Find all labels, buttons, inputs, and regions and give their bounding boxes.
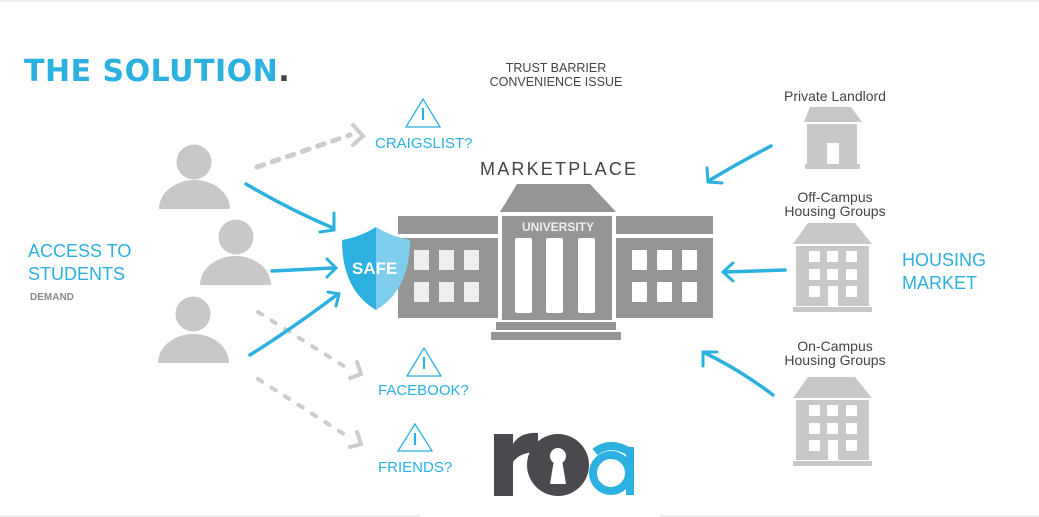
bottom-border-right xyxy=(660,515,1039,517)
bottom-border-left xyxy=(0,515,420,517)
demand-label-line1: ACCESS TO xyxy=(28,241,132,261)
blue-arrow-offcampus-to-marketplace xyxy=(720,261,787,283)
note-convenience-issue: CONVENIENCE ISSUE xyxy=(489,75,623,89)
university-label: UNIVERSITY xyxy=(521,220,594,234)
provider-private-landlord-label: Private Landlord xyxy=(760,89,910,103)
slide-title-text: THE SOLUTION xyxy=(24,54,279,89)
dashed-arrow-to-friends xyxy=(256,377,364,449)
blue-arrow-student1-to-safe xyxy=(244,182,336,234)
demand-label: ACCESS TO STUDENTS DEMAND xyxy=(28,240,131,303)
blue-arrow-student2-to-safe xyxy=(270,257,339,279)
person-icon xyxy=(158,296,229,363)
keyhole-icon xyxy=(550,448,566,484)
supply-label: HOUSING MARKET xyxy=(902,249,986,295)
alt-facebook-label: FACEBOOK? xyxy=(378,382,469,399)
provider-label-line2: Housing Groups xyxy=(784,352,886,368)
slide-title: THE SOLUTION. xyxy=(24,54,290,89)
top-border xyxy=(0,0,1039,2)
apartment-building-icon xyxy=(793,377,872,466)
provider-label-line1: On-Campus xyxy=(797,338,873,354)
demand-label-line2: STUDENTS xyxy=(28,264,126,284)
house-icon xyxy=(804,107,862,169)
blue-arrow-student3-to-safe xyxy=(248,290,341,357)
demand-sublabel: DEMAND xyxy=(30,292,74,303)
alt-friends-label: FRIENDS? xyxy=(378,459,453,476)
warning-icon xyxy=(405,346,443,377)
problem-note: TRUST BARRIER CONVENIENCE ISSUE xyxy=(478,61,634,89)
safe-label: SAFE xyxy=(352,259,398,278)
supply-label-line2: MARKET xyxy=(902,273,978,293)
letter-a xyxy=(589,442,634,495)
warning-icon xyxy=(404,97,442,128)
person-icon xyxy=(159,144,230,209)
warning-icon xyxy=(396,422,434,452)
dashed-arrow-to-facebook xyxy=(256,310,364,380)
note-trust-barrier: TRUST BARRIER xyxy=(505,61,607,75)
provider-label-line1: Private Landlord xyxy=(784,88,886,104)
dashed-arrow-to-craigslist xyxy=(254,123,366,170)
provider-label-line2: Housing Groups xyxy=(784,203,886,219)
provider-label-line1: Off-Campus xyxy=(797,189,873,205)
marketplace-label: MARKETPLACE xyxy=(480,159,639,179)
blue-arrow-landlord-to-marketplace xyxy=(705,144,773,185)
supply-label-line1: HOUSING xyxy=(902,250,987,270)
apartment-building-icon xyxy=(793,223,872,312)
alt-craigslist-label: CRAIGSLIST? xyxy=(375,135,473,152)
person-icon xyxy=(200,219,271,285)
university-building-icon xyxy=(398,184,713,340)
roa-logo xyxy=(494,432,634,496)
title-period: . xyxy=(278,54,291,89)
provider-on-campus-label: On-Campus Housing Groups xyxy=(760,339,910,367)
provider-off-campus-label: Off-Campus Housing Groups xyxy=(760,190,910,218)
